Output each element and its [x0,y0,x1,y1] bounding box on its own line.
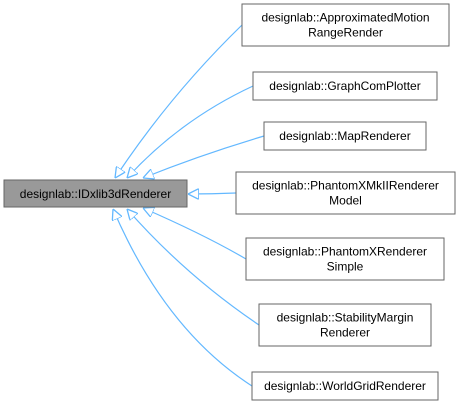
base-class-box [3,179,188,208]
derived-class-label: Renderer [320,326,370,340]
inheritance-arrow [143,208,247,260]
derived-class-label: designlab::WorldGridRenderer [264,379,426,393]
inheritance-arrow [127,209,260,326]
derived-class-label: RangeRender [308,26,383,40]
inheritance-edges [113,24,265,387]
derived-class-label: designlab::ApproximatedMotion [261,11,429,25]
derived-class-label: Model [329,194,362,208]
derived-class-box [251,371,439,401]
derived-class-label: designlab::GraphComPlotter [269,79,420,93]
inheritance-arrow [115,24,243,178]
base-class-label: designlab::IDxlib3dRenderer [20,187,171,201]
derived-class-label: designlab::PhantomXRenderer [263,245,427,259]
derived-class-node[interactable]: designlab::GraphComPlotter [252,71,438,101]
derived-class-box [252,71,438,101]
inheritance-arrow [143,135,265,178]
derived-class-label: designlab::MapRenderer [279,129,410,143]
derived-class-box [235,171,456,215]
derived-class-label: Simple [327,260,364,274]
derived-class-node[interactable]: designlab::WorldGridRenderer [251,371,439,401]
inheritance-arrow [127,85,254,178]
derived-class-box [241,3,450,47]
derived-class-box [258,303,432,347]
derived-class-node[interactable]: designlab::MapRenderer [263,121,427,151]
derived-class-box [263,121,427,151]
inheritance-arrow [188,193,237,194]
inheritance-arrow [113,209,253,387]
base-class-node[interactable]: designlab::IDxlib3dRenderer [3,179,188,208]
derived-class-nodes: designlab::ApproximatedMotionRangeRender… [235,3,456,401]
derived-class-label: designlab::StabilityMargin [277,311,414,325]
derived-class-box [245,237,445,281]
derived-class-label: designlab::PhantomXMkIIRenderer [252,179,439,193]
